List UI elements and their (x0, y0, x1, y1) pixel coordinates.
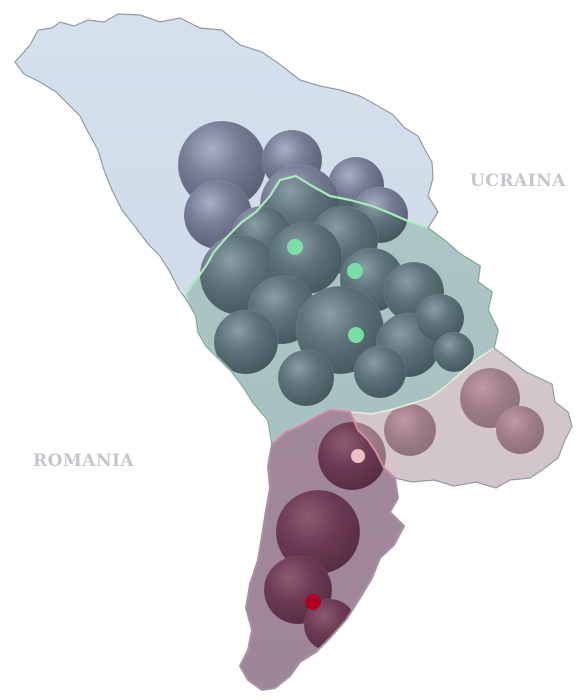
marker-south-1[interactable] (305, 594, 321, 610)
ukraine-label: UCRAINA (470, 171, 566, 191)
grape-berry (433, 331, 475, 373)
marker-center-1[interactable] (287, 239, 303, 255)
marker-center-3[interactable] (348, 327, 364, 343)
grape-berry (213, 309, 279, 375)
grape-berry (353, 345, 407, 399)
romania-label: ROMANIA (33, 451, 135, 471)
marker-center-2[interactable] (347, 263, 363, 279)
grape-berry (277, 349, 335, 407)
country-border (14, 13, 573, 691)
marker-southeast-1[interactable] (351, 449, 365, 463)
